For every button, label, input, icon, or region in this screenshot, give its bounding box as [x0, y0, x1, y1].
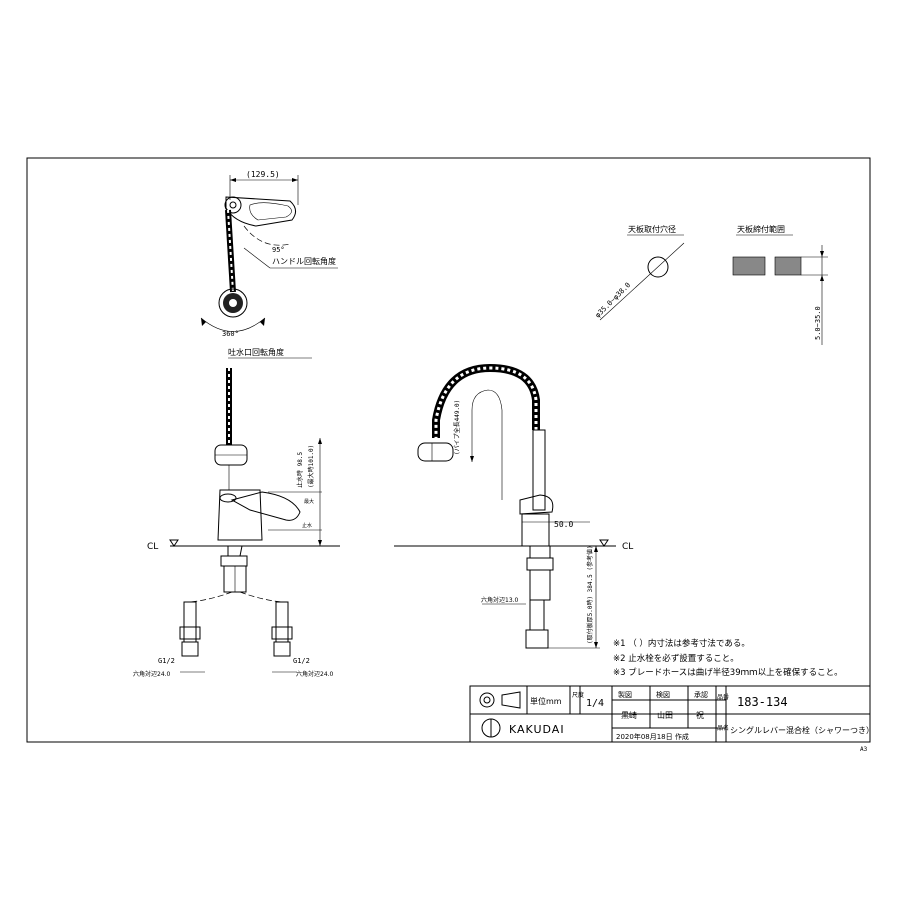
name-approve: 祝 — [696, 710, 704, 720]
label-max: 最大 — [304, 498, 314, 505]
g-right: G1/2 — [293, 657, 310, 665]
hole-dim: φ35.0~φ38.0 — [594, 281, 632, 319]
nut-left: 六角対辺24.0 — [133, 670, 171, 678]
side-view: (パイプ全長449.0) 50.0 CL 六角対辺13.0 (取付板厚5.0時)… — [394, 363, 633, 649]
dim-below: (取付板厚5.0時) 384.5 (参考値) — [586, 545, 594, 644]
note-2: ※2 止水栓を必ず設置すること。 — [613, 653, 739, 664]
label-spout-rotation: 吐水口回転角度 — [228, 347, 284, 357]
sheet-size: A3 — [860, 746, 868, 753]
title-block: 単位mm 尺度 1/4 製図 検図 承認 黒崎 山田 祝 品番 183-134 … — [469, 685, 874, 753]
drawing-frame — [26, 157, 871, 743]
col-design: 製図 — [618, 690, 632, 699]
projection-icon — [479, 692, 495, 708]
label-part-no: 品番 — [717, 694, 729, 701]
col-approve: 承認 — [694, 690, 708, 699]
top-view: (129.5) 95° ハンドル回転角度 360° — [200, 170, 338, 338]
product-name: シングルレバー混合栓（シャワーつき） — [730, 725, 874, 735]
pipe-label: (パイプ全長449.0) — [453, 400, 461, 455]
label-name: 品名 — [717, 724, 729, 732]
front-view: 吐水口回転角度 (最大時101.0) 止水時 98.5 最大 止水 CL — [133, 347, 340, 678]
name-check: 山田 — [657, 710, 673, 720]
note-3: ※3 ブレードホースは曲げ半径39ｍｍ以上を確保すること。 — [613, 667, 843, 678]
col-check: 検図 — [656, 690, 670, 699]
g-left: G1/2 — [158, 657, 175, 665]
scale-value: 1/4 — [586, 698, 604, 709]
dim-height-2: 止水時 98.5 — [296, 452, 304, 488]
dim-width: (129.5) — [246, 170, 280, 179]
notes: ※1 （ ）内寸法は参考寸法である。 ※2 止水栓を必ず設置すること。 ※3 ブ… — [613, 638, 843, 678]
angle-handle: 95° — [272, 246, 285, 254]
dim-height-1: (最大時101.0) — [307, 445, 315, 488]
angle-spout: 360° — [222, 330, 239, 338]
scale-label: 尺度 — [572, 691, 584, 699]
cl-label-right: CL — [622, 542, 633, 552]
cl-label-left: CL — [147, 542, 158, 552]
hole-detail: 天板取付穴径 φ35.0~φ38.0 — [594, 224, 685, 321]
note-1: ※1 （ ）内寸法は参考寸法である。 — [613, 638, 750, 649]
company: KAKUDAI — [509, 723, 565, 736]
name-design: 黒崎 — [621, 710, 637, 720]
label-stop: 止水 — [302, 522, 312, 529]
date: 2020年08月18日 作成 — [616, 732, 689, 741]
nut-right: 六角対辺24.0 — [296, 670, 334, 678]
hole-title: 天板取付穴径 — [628, 224, 676, 234]
unit: 単位mm — [530, 696, 562, 706]
label-handle-rotation: ハンドル回転角度 — [272, 256, 336, 266]
plate-title: 天板締付範囲 — [737, 224, 785, 234]
part-no: 183-134 — [737, 695, 788, 709]
plate-detail: 天板締付範囲 5.0~35.0 — [732, 224, 828, 345]
plate-dim: 5.0~35.0 — [814, 306, 822, 340]
dim-spout: 50.0 — [554, 520, 573, 529]
nut-dim: 六角対辺13.0 — [481, 596, 519, 604]
